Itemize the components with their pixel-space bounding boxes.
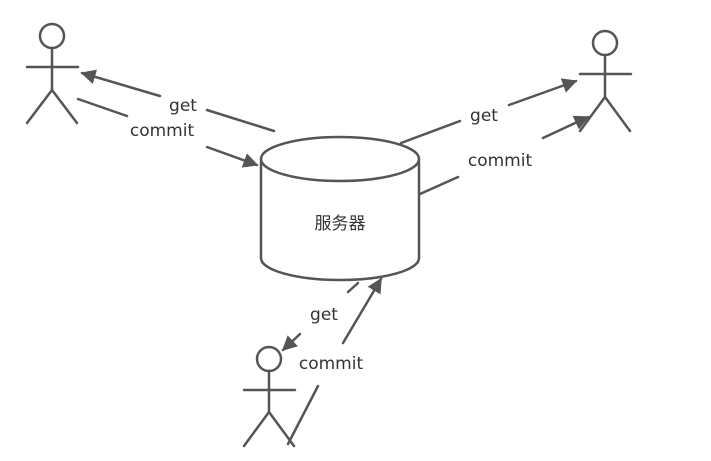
actor-head xyxy=(591,29,619,57)
actor-right-leg xyxy=(50,88,79,125)
edge-line-segment xyxy=(286,384,320,446)
edge-commit-top-left: commit xyxy=(76,97,259,168)
edge-arrow xyxy=(507,78,578,107)
edge-line-segment xyxy=(346,281,360,294)
actor-left-leg xyxy=(25,88,54,125)
edge-arrow xyxy=(80,69,162,98)
actor-top-left xyxy=(25,22,80,125)
edge-line-segment xyxy=(205,108,276,133)
edge-line-segment xyxy=(76,97,129,118)
edge-label: get xyxy=(470,106,498,126)
edge-label: get xyxy=(169,96,197,116)
edge-get-top-left: get xyxy=(80,69,276,133)
edge-arrow xyxy=(541,115,590,140)
edge-label: commit xyxy=(468,151,533,171)
edge-arrow xyxy=(205,145,259,168)
edge-commit-bottom: commit xyxy=(286,277,383,446)
edge-get-bottom: get xyxy=(281,281,360,352)
edge-label: get xyxy=(310,305,338,325)
actor-left-leg xyxy=(242,410,271,448)
edge-line-segment xyxy=(418,175,460,196)
actor-right-leg xyxy=(603,95,632,133)
edge-commit-top-right: commit xyxy=(418,115,590,196)
server-cylinder-body xyxy=(259,157,421,282)
server-cylinder-top xyxy=(259,135,421,183)
server-node: 服务器 xyxy=(259,135,421,282)
edge-get-top-right: get xyxy=(399,78,578,145)
actor-top-right xyxy=(578,29,633,133)
edge-label: commit xyxy=(299,354,364,374)
edge-line-segment xyxy=(399,119,462,145)
edge-arrow xyxy=(341,277,383,345)
edge-arrow xyxy=(281,332,302,352)
edge-label: commit xyxy=(130,121,195,141)
actor-bottom xyxy=(242,345,297,448)
actor-head xyxy=(38,22,66,50)
server-label: 服务器 xyxy=(315,214,366,234)
actor-left-leg xyxy=(578,95,607,133)
actor-head xyxy=(255,345,283,373)
